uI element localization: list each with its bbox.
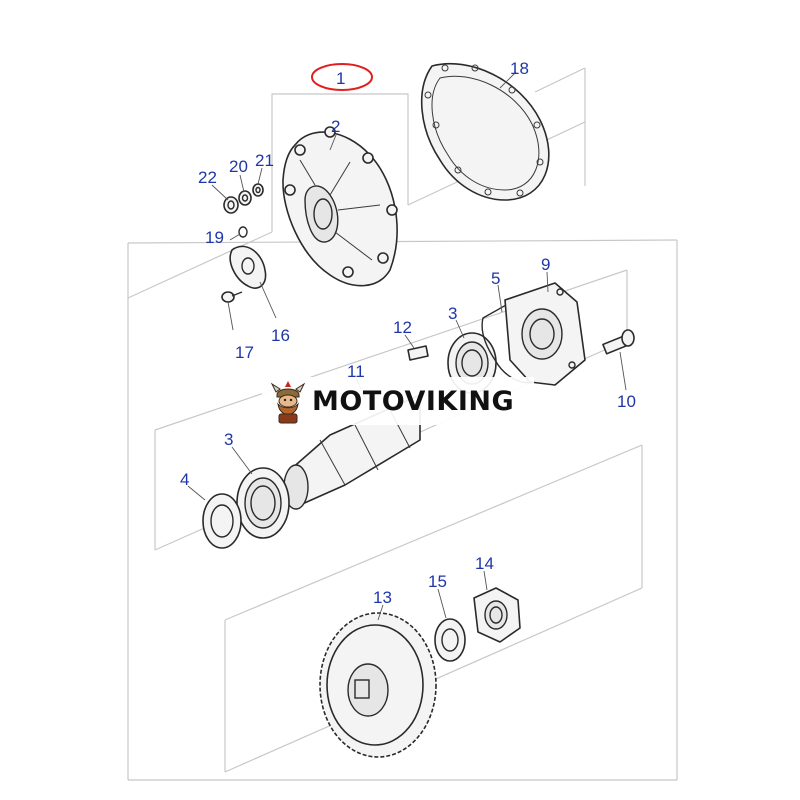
nut-part-14 — [473, 587, 521, 643]
leader-lines — [187, 71, 627, 621]
callout-3-upper: 3 — [448, 304, 457, 323]
callout-11: 11 — [347, 362, 365, 381]
lock-washer-part-15 — [434, 618, 466, 662]
gear-part-13 — [319, 612, 437, 758]
callout-15: 15 — [428, 572, 447, 591]
bolt-part-17 — [221, 291, 243, 303]
housing-cover-part-2 — [282, 126, 398, 287]
callout-13: 13 — [373, 588, 392, 607]
nut-part-22 — [223, 196, 239, 214]
callout-17: 17 — [235, 343, 254, 362]
callouts: 1 2 3 3 4 5 9 10 11 12 13 14 15 16 17 18… — [180, 59, 636, 607]
seal-part-4 — [202, 493, 242, 549]
highlight-ring — [311, 63, 373, 91]
callout-4: 4 — [180, 470, 189, 489]
callout-3-lower: 3 — [224, 430, 233, 449]
callout-18: 18 — [510, 59, 529, 78]
callout-21: 21 — [255, 151, 274, 170]
callout-14: 14 — [475, 554, 494, 573]
washer-part-20 — [238, 190, 252, 206]
callout-1: 1 — [336, 69, 345, 88]
brand-name: MOTOVIKING — [312, 385, 515, 417]
callout-9: 9 — [541, 255, 550, 274]
top-group-frame — [271, 67, 586, 232]
bolt-part-10 — [602, 329, 635, 355]
plate-part-16 — [229, 245, 267, 289]
callout-16: 16 — [271, 326, 290, 345]
bearing-cap-part-9 — [504, 282, 586, 386]
bearing-part-3-lower — [236, 467, 290, 539]
gasket-part-18 — [420, 62, 550, 201]
callout-12: 12 — [393, 318, 412, 337]
callout-2: 2 — [331, 117, 340, 136]
callout-20: 20 — [229, 157, 248, 176]
viking-mascot-icon — [270, 381, 306, 424]
callout-5: 5 — [491, 269, 500, 288]
callout-10: 10 — [617, 392, 636, 411]
washer-part-21 — [252, 183, 264, 197]
o-ring-part-19 — [238, 226, 248, 238]
callout-19: 19 — [205, 228, 224, 247]
callout-22: 22 — [198, 168, 217, 187]
brand-watermark: MOTOVIKING — [262, 377, 534, 425]
key-part-12 — [407, 345, 429, 361]
